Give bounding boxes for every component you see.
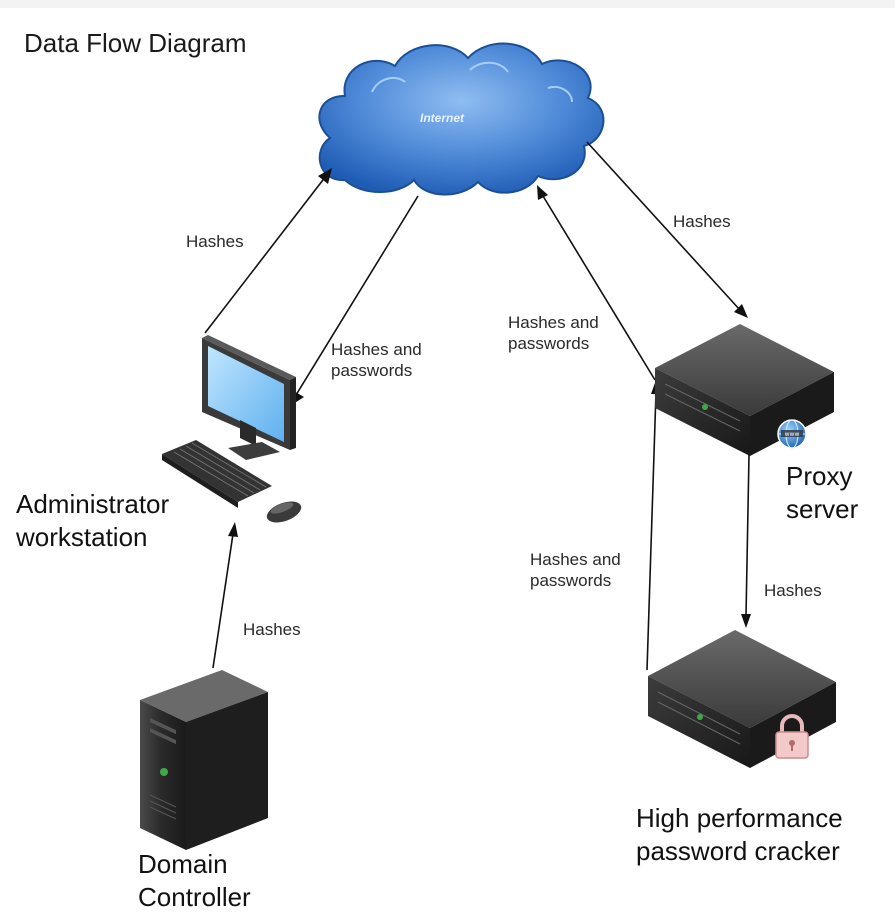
cloud-icon bbox=[318, 42, 605, 196]
top-border bbox=[0, 0, 895, 8]
rack-server-globe-icon: www bbox=[655, 324, 834, 456]
edge-label-cracker-to-proxy: Hashes and passwords bbox=[530, 550, 621, 590]
desktop-computer-icon bbox=[162, 335, 302, 523]
arrow-workstation-to-internet bbox=[204, 168, 332, 334]
arrow-dc-to-workstation bbox=[212, 522, 238, 669]
node-label-domain-controller: Domain Controller bbox=[138, 849, 251, 912]
edge-label-dc-to-ws: Hashes bbox=[243, 620, 301, 639]
edge-label-proxy-to-internet: Hashes and passwords bbox=[508, 313, 599, 353]
edge-label-internet-to-proxy: Hashes bbox=[673, 212, 731, 231]
node-label-workstation: Administrator workstation bbox=[16, 489, 170, 552]
diagram-title: Data Flow Diagram bbox=[24, 28, 247, 58]
internet-label: Internet bbox=[420, 111, 465, 125]
arrow-internet-to-proxy bbox=[586, 141, 748, 318]
arrow-cracker-to-proxy bbox=[646, 380, 661, 671]
tower-server-icon bbox=[140, 670, 268, 850]
edge-label-proxy-to-cracker: Hashes bbox=[764, 581, 822, 600]
arrow-proxy-to-internet bbox=[537, 185, 656, 381]
arrow-proxy-to-cracker bbox=[741, 454, 751, 628]
edge-label-ws-to-internet: Hashes bbox=[186, 232, 244, 251]
edge-label-internet-to-ws: Hashes and passwords bbox=[331, 340, 422, 380]
node-label-proxy: Proxy server bbox=[786, 461, 859, 524]
arrows bbox=[204, 141, 751, 671]
rack-server-lock-icon bbox=[648, 630, 836, 768]
svg-text:www: www bbox=[785, 431, 800, 438]
node-label-cracker: High performance password cracker bbox=[636, 803, 843, 866]
